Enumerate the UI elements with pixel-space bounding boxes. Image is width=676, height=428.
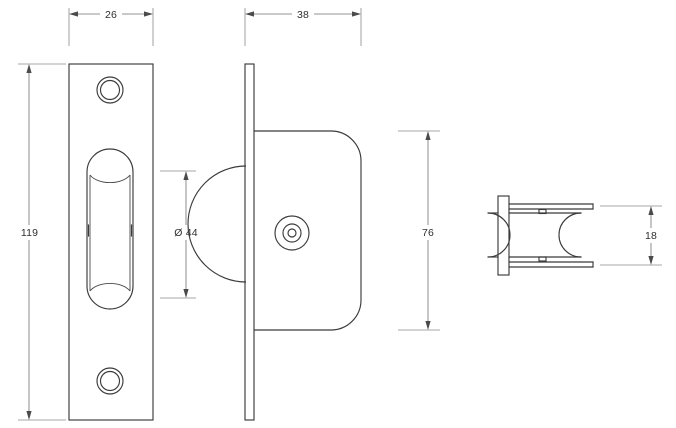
dimension-diameter-44: Ø 44 (160, 170, 204, 299)
dim-18-arrow-bottom (648, 256, 654, 265)
side-wheel-arc (187, 165, 247, 283)
top-view-left-groove-arc (487, 212, 511, 258)
axle-inner-circle (287, 228, 297, 238)
side-faceplate-bar (244, 63, 255, 421)
axle-outer-circle (274, 215, 310, 251)
dimension-height-119: 119 (18, 63, 66, 421)
dim-76-text-mask (417, 225, 439, 240)
top-view: 18 (487, 195, 662, 276)
side-view: 38 76 (187, 7, 440, 421)
side-body-profile (254, 130, 362, 331)
dim-18-text-mask (641, 228, 662, 243)
dim-26-value: 26 (105, 9, 117, 21)
dim-38-value: 38 (297, 9, 309, 21)
wheel-top-face-arc (89, 174, 131, 183)
front-view: 26 119 Ø 44 (18, 7, 204, 421)
top-view-lower-notch (538, 256, 547, 262)
dim-44-text-mask (168, 225, 204, 240)
wheel-slot-outline (86, 148, 134, 310)
bottom-screw-hole-outer-circle (96, 367, 124, 395)
dim-26-arrow-left (69, 11, 78, 17)
dim-44-arrow-top (183, 171, 189, 180)
bottom-screw-hole-inner-circle (99, 370, 121, 392)
dim-26-text-mask (100, 7, 122, 21)
top-screw-hole-outer-circle (96, 76, 124, 104)
dim-26-arrow-right (144, 11, 153, 17)
top-screw-hole-inner-circle (99, 79, 121, 101)
dim-38-arrow-left (245, 11, 254, 17)
dimension-height-76: 76 (398, 130, 440, 331)
dim-38-arrow-right (352, 11, 361, 17)
dim-76-value: 76 (422, 227, 434, 239)
front-faceplate-outline (68, 63, 154, 421)
dim-119-value: 119 (21, 227, 38, 239)
dim-76-arrow-bottom (425, 321, 431, 330)
dimension-width-18: 18 (600, 205, 662, 266)
dim-18-value: 18 (645, 230, 657, 242)
dim-18-arrow-top (648, 206, 654, 215)
dim-44-value: Ø 44 (174, 227, 198, 239)
top-view-upper-notch (538, 208, 547, 215)
dim-119-arrow-bottom (26, 411, 32, 420)
dimension-width-26: 26 (68, 7, 154, 46)
wheel-bottom-face-arc (89, 283, 131, 292)
dim-119-text-mask (18, 225, 42, 240)
axle-middle-circle (282, 223, 302, 243)
dimension-depth-38: 38 (244, 7, 362, 46)
top-view-right-groove-arc (558, 212, 582, 258)
top-view-faceplate-bar (497, 195, 510, 276)
dim-38-text-mask (292, 7, 314, 21)
dim-119-arrow-top (26, 64, 32, 73)
dim-76-arrow-top (425, 131, 431, 140)
dim-44-arrow-bottom (183, 289, 189, 298)
